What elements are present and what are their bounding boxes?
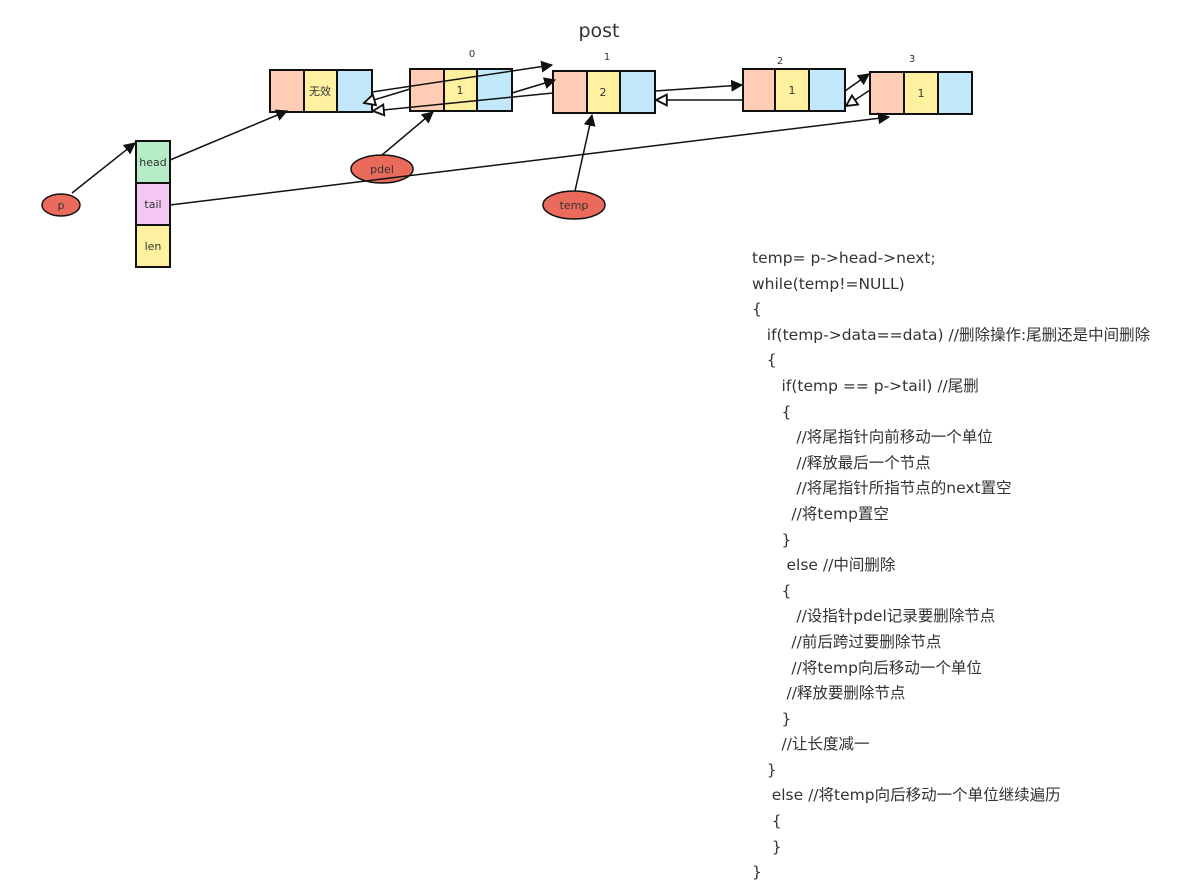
arrow-p-to-struct [71,142,136,194]
pointer-label: temp [560,199,589,212]
node-index: 2 [777,56,783,67]
code-line: if(temp->data==data) //删除操作:尾删还是中间删除 [752,325,1151,344]
code-line: { [752,402,792,421]
node-value: 1 [789,84,796,97]
node-index: 1 [604,52,610,63]
node-value: 2 [600,86,607,99]
arrow-node-0-next [511,77,557,94]
code-line: } [752,863,762,882]
node-3: 3 1 [869,54,973,115]
arrows [71,60,891,206]
code-line: { [752,581,792,600]
pointer-p: p [41,193,81,217]
code-line: { [752,300,762,319]
code-line: while(temp!=NULL) [752,274,905,293]
code-line: //前后跨过要删除节点 [752,632,942,651]
arrow-pdel-to-node-0 [381,111,434,156]
code-line: //释放要删除节点 [752,684,906,703]
node-value: 1 [918,87,925,100]
arrow-node-3-prev [846,89,871,106]
arrow-tail-to-node-3 [169,112,891,206]
arrow-sentinel-next [371,60,554,93]
code-line: } [752,530,792,549]
node-value: 1 [457,84,464,97]
arrow-node-2-next [844,73,870,92]
code-line: if(temp == p->tail) //尾删 [752,376,979,395]
node-index: 3 [909,54,915,65]
code-line: { [752,351,777,370]
arrow-node-0-prev [364,88,411,103]
code-line: //释放最后一个节点 [752,453,931,472]
code-line: { [752,812,782,831]
code-line: temp= p->head->next; [752,249,936,267]
node-2: 2 1 [742,56,846,112]
arrow-node-1-next [654,79,744,92]
node-1: 1 2 [552,52,656,114]
code-line: //将temp置空 [752,504,889,523]
list-struct: head tail len [135,140,171,268]
code-line: //让长度减一 [752,735,870,754]
code-line: } [752,837,782,856]
code-line: //将temp向后移动一个单位 [752,658,982,677]
code-line: //设指针pdel记录要删除节点 [752,607,996,626]
code-line: } [752,709,792,728]
arrow-temp-to-node-1 [574,113,596,192]
node-value: 无效 [309,84,331,98]
diagram-title: post [578,20,619,42]
code-line: //将尾指针所指节点的next置空 [752,479,1012,498]
node-index: 0 [469,49,475,60]
code-line: else //将temp向后移动一个单位继续遍历 [752,786,1061,805]
code-line: //将尾指针向前移动一个单位 [752,428,993,447]
head-field-label: head [139,156,166,169]
arrow-node-1-prev [373,92,554,111]
code-block: temp= p->head->next; while(temp!=NULL) { i… [752,246,1150,886]
len-field-label: len [145,240,162,253]
node-sentinel: 无效 [269,69,373,113]
pointer-label: p [58,199,65,212]
code-line: else //中间删除 [752,556,896,575]
arrow-head-to-sentinel [169,109,289,161]
tail-field-label: tail [144,198,161,211]
pointer-temp: temp [542,190,606,220]
pointer-label: pdel [370,163,394,176]
code-line: } [752,760,777,779]
